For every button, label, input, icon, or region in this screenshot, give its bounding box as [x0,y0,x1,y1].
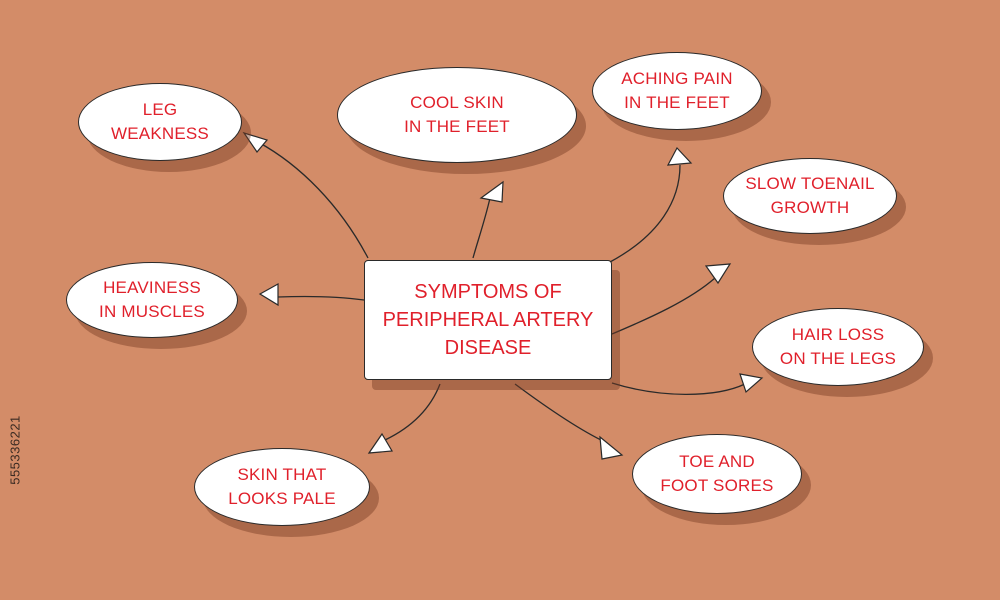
connector-aching-pain [609,164,681,263]
node-toe-sores: TOE AND FOOT SORES [632,434,802,514]
node-pale-skin: SKIN THAT LOOKS PALE [194,448,370,526]
watermark-id: 555336221 [4,365,26,535]
node-leg-weakness: LEG WEAKNESS [78,83,242,161]
center-title-box: SYMPTOMS OF PERIPHERAL ARTERY DISEASE [364,260,612,380]
node-cool-skin: COOL SKIN IN THE FEET [337,67,577,163]
node-label: SKIN THAT LOOKS PALE [228,465,336,508]
connector-leg-weakness [257,141,369,259]
connector-toe-sores [514,383,606,443]
node-aching-pain: ACHING PAIN IN THE FEET [592,52,762,130]
node-hair-loss: HAIR LOSS ON THE LEGS [752,308,924,386]
arrowhead-slow-toenail [704,263,732,285]
connector-heaviness [277,295,365,301]
node-label: SLOW TOENAIL GROWTH [745,174,875,217]
arrowhead-leg-weakness [242,131,269,153]
node-label: COOL SKIN IN THE FEET [404,93,510,136]
node-label: ACHING PAIN IN THE FEET [621,69,733,112]
connector-slow-toenail [611,277,716,335]
node-label: TOE AND FOOT SORES [660,452,774,495]
arrowhead-toe-sores [599,435,624,460]
watermark-id-text: 555336221 [7,415,23,485]
connector-cool-skin [472,197,491,259]
arrowhead-pale-skin [367,432,393,454]
node-label: HAIR LOSS ON THE LEGS [779,325,897,368]
arrowhead-heaviness [258,282,279,307]
node-label: HEAVINESS IN MUSCLES [99,278,205,321]
node-label: LEG WEAKNESS [111,100,209,143]
center-title: SYMPTOMS OF PERIPHERAL ARTERY DISEASE [382,281,594,359]
arrowhead-cool-skin [479,180,504,203]
arrowhead-hair-loss [739,373,764,394]
connector-pale-skin [384,383,441,441]
node-heaviness: HEAVINESS IN MUSCLES [66,262,238,338]
node-slow-toenail: SLOW TOENAIL GROWTH [723,158,897,234]
arrowhead-aching-pain [666,146,693,166]
connector-hair-loss [611,382,746,396]
